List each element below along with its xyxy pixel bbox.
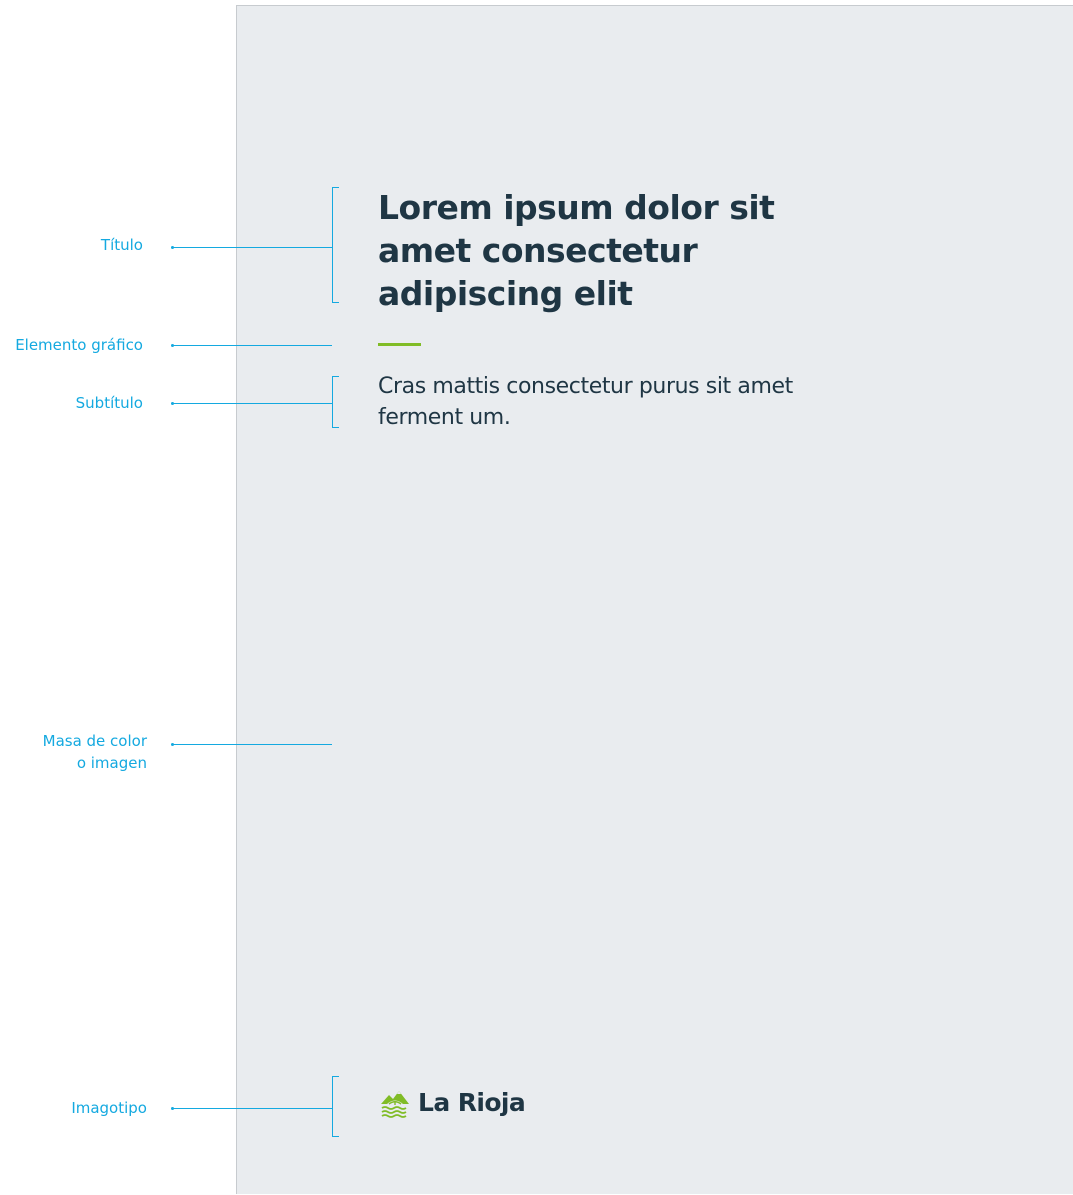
annotation-titulo-leader bbox=[171, 246, 332, 249]
document-title: Lorem ipsum dolor sit amet consectetur a… bbox=[378, 188, 775, 313]
annotation-masa-line2: o imagen bbox=[76, 754, 147, 772]
annotation-subtitulo-leader bbox=[171, 402, 332, 405]
page-color-mass bbox=[236, 5, 1073, 1194]
la-rioja-mountain-river-icon bbox=[381, 1091, 409, 1118]
annotation-masa-line1: Masa de color bbox=[42, 732, 147, 750]
annotation-masa-leader bbox=[171, 743, 332, 746]
logo-text: La Rioja bbox=[418, 1087, 526, 1117]
la-rioja-logo: La Rioja bbox=[378, 1082, 526, 1122]
graphic-element-bar bbox=[378, 343, 421, 346]
annotation-elemento-grafico-label: Elemento gráfico bbox=[15, 336, 143, 354]
annotation-imagotipo-leader bbox=[171, 1107, 332, 1110]
annotation-masa-label: Masa de color o imagen bbox=[43, 730, 147, 774]
annotation-titulo-bracket bbox=[332, 187, 339, 303]
annotation-subtitulo-label: Subtítulo bbox=[75, 394, 143, 412]
annotation-elemento-grafico-leader bbox=[171, 344, 332, 347]
annotation-imagotipo-label: Imagotipo bbox=[71, 1099, 147, 1117]
document-subtitle: Cras mattis consectetur purus sit amet f… bbox=[378, 374, 793, 430]
annotation-titulo-label: Título bbox=[100, 236, 143, 254]
annotation-imagotipo-bracket bbox=[332, 1076, 339, 1137]
annotation-subtitulo-bracket bbox=[332, 376, 339, 428]
